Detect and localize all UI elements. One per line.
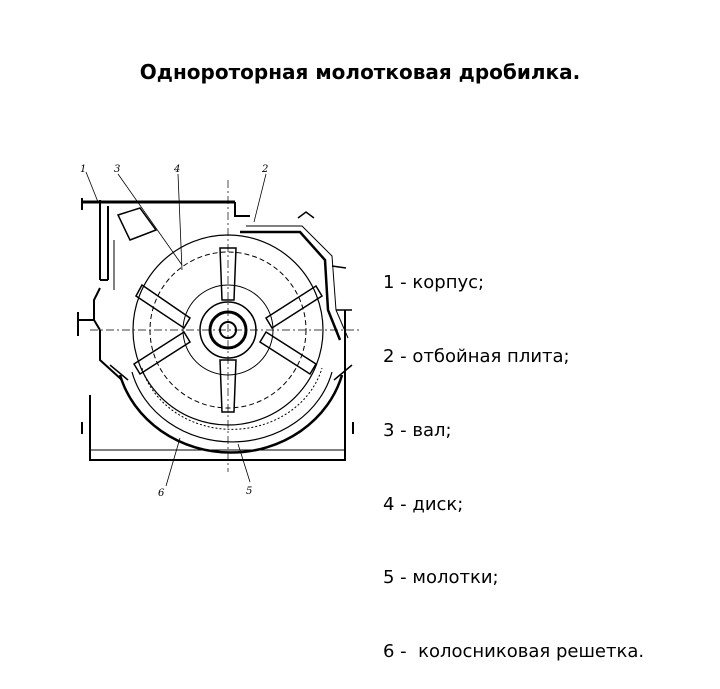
legend: 1 - корпус; 2 - отбойная плита; 3 - вал;…	[383, 222, 644, 689]
slide-title: Однороторная молотковая дробилка.	[139, 60, 581, 84]
housing	[77, 198, 354, 461]
crusher-diagram: 1 3 4 2 6 5	[77, 164, 360, 499]
callout-1: 1	[80, 164, 86, 175]
legend-item: 1 - корпус;	[383, 272, 485, 294]
callout-4: 4	[173, 164, 180, 175]
legend-item: 3 - вал;	[383, 419, 452, 441]
callout-3: 3	[114, 164, 120, 175]
legend-item: 4 - диск;	[383, 493, 464, 515]
center-lines	[90, 180, 360, 472]
callout-2: 2	[261, 164, 268, 175]
feed-chute	[113, 207, 158, 290]
legend-item: 6 - колосниковая решетка.	[383, 641, 645, 663]
callout-6: 6	[158, 488, 165, 499]
grate	[109, 364, 353, 454]
hammers	[132, 247, 324, 413]
impact-plate	[240, 211, 352, 341]
legend-item: 2 - отбойная плита;	[383, 345, 570, 367]
legend-item: 5 - молотки;	[383, 567, 499, 589]
leader-lines	[85, 171, 267, 487]
callout-5: 5	[246, 486, 252, 497]
